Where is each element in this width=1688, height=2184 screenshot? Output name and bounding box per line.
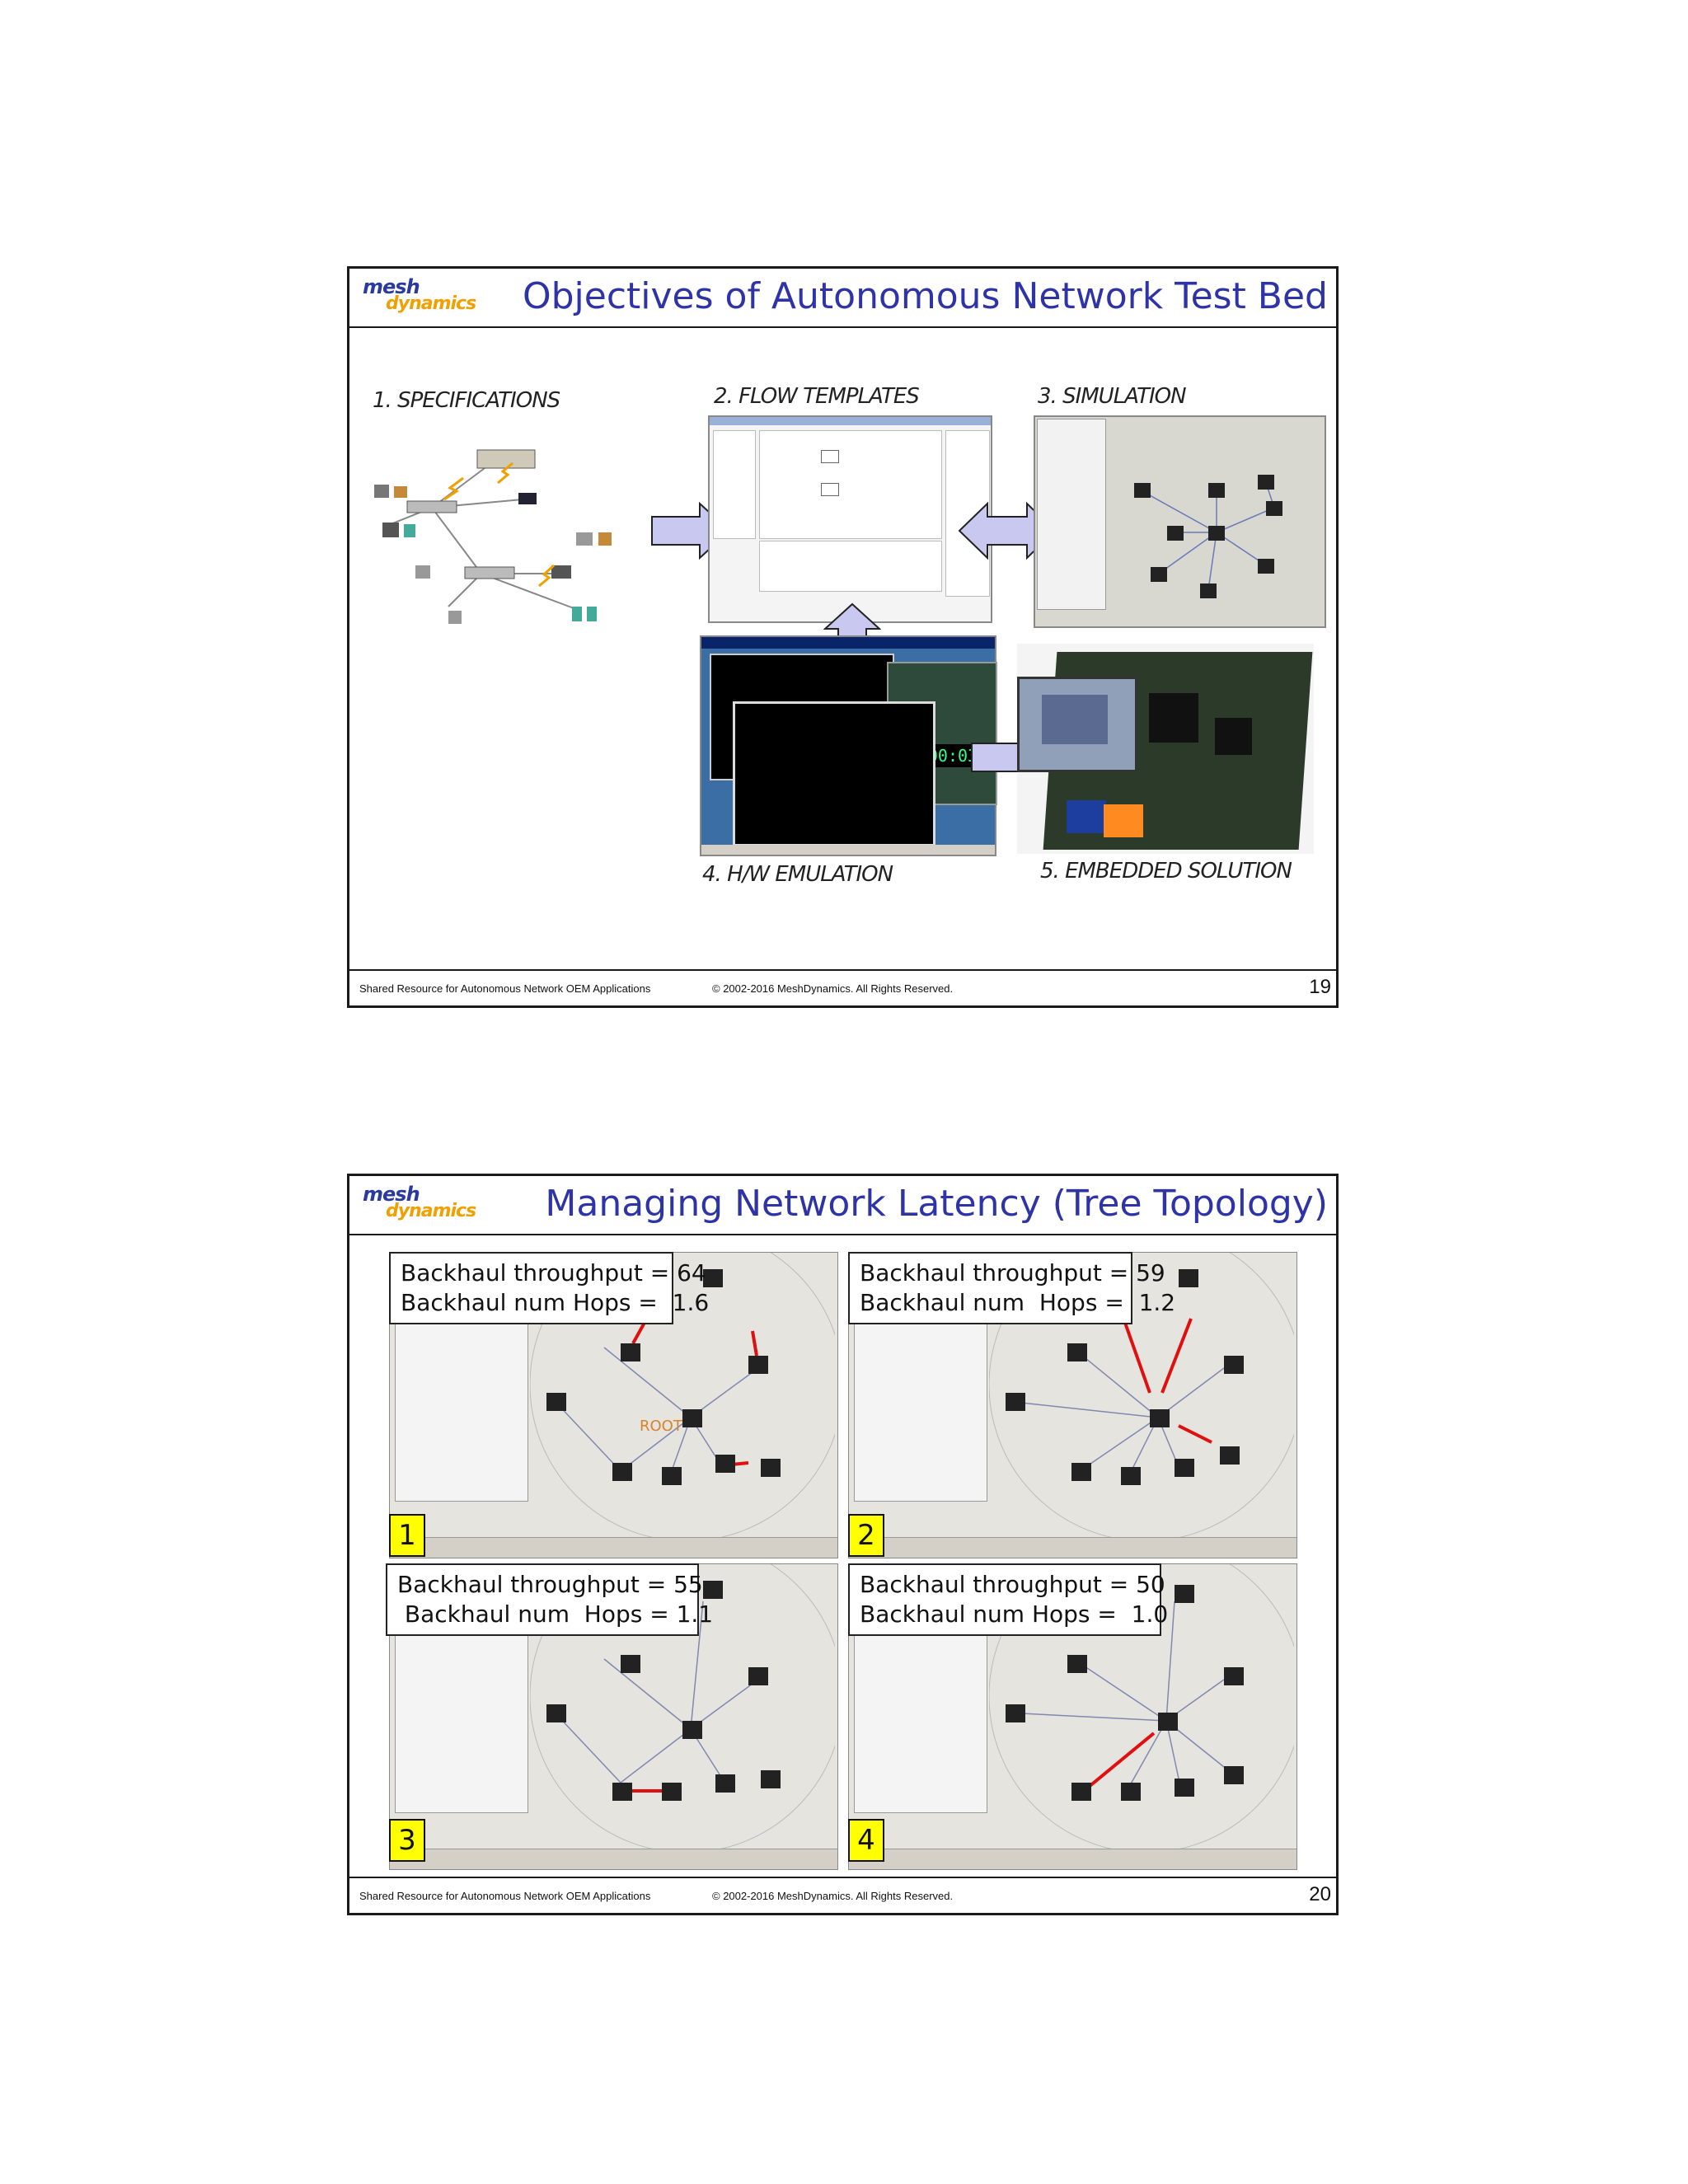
quadrant-number: 1 bbox=[389, 1514, 425, 1557]
slide-title: Managing Network Latency (Tree Topology) bbox=[545, 1183, 1328, 1225]
slide-header: mesh dynamics Managing Network Latency (… bbox=[349, 1176, 1336, 1235]
throughput-callout: Backhaul throughput = 59 Backhaul num Ho… bbox=[848, 1252, 1175, 1324]
slide-20: mesh dynamics Managing Network Latency (… bbox=[347, 1174, 1339, 1915]
embedded-board-photo bbox=[1017, 644, 1314, 854]
slide-title: Objectives of Autonomous Network Test Be… bbox=[522, 275, 1328, 317]
toolbar bbox=[390, 1537, 837, 1558]
toolbar bbox=[849, 1849, 1296, 1869]
quadrant-number: 4 bbox=[848, 1819, 884, 1862]
phone-icon bbox=[415, 565, 430, 579]
flow-templates-screenshot bbox=[708, 415, 992, 623]
mesh-topology bbox=[989, 1253, 1294, 1540]
settings-panel bbox=[854, 1614, 987, 1813]
slide-footer: Shared Resource for Autonomous Network O… bbox=[349, 1877, 1336, 1913]
computer-icon bbox=[374, 485, 389, 498]
quadrant-3 bbox=[389, 1563, 838, 1870]
mesh-topology bbox=[989, 1564, 1294, 1851]
phone-icon bbox=[448, 611, 462, 624]
printer-icon bbox=[576, 532, 593, 546]
switch-icon bbox=[406, 500, 457, 513]
toolbar bbox=[849, 1537, 1296, 1558]
computer-icon bbox=[394, 486, 407, 498]
page-number: 20 bbox=[1309, 1883, 1331, 1905]
pda-icon bbox=[572, 607, 582, 621]
meshdynamics-logo: mesh dynamics bbox=[363, 275, 476, 314]
hw-emulation-screenshot: 00:03 bbox=[700, 635, 997, 856]
quadrant-number: 3 bbox=[389, 1819, 425, 1862]
specifications-network-diagram bbox=[374, 449, 612, 624]
toolbar bbox=[390, 1849, 837, 1869]
footer-text: Shared Resource for Autonomous Network O… bbox=[359, 1890, 651, 1902]
quadrant-2 bbox=[848, 1252, 1297, 1558]
throughput-callout: Backhaul throughput = 55 Backhaul num Ho… bbox=[386, 1563, 713, 1636]
laptop-icon bbox=[518, 493, 537, 504]
meshdynamics-logo: mesh dynamics bbox=[363, 1183, 476, 1221]
slide-footer: Shared Resource for Autonomous Network O… bbox=[349, 969, 1336, 1005]
throughput-callout: Backhaul throughput = 64 Backhaul num Ho… bbox=[389, 1252, 709, 1324]
settings-panel bbox=[854, 1302, 987, 1502]
step-embedded-solution-label: 5. EMBEDDED SOLUTION bbox=[1040, 859, 1292, 883]
settings-panel bbox=[395, 1302, 528, 1502]
step-specifications-label: 1. SPECIFICATIONS bbox=[373, 388, 560, 413]
simulation-screenshot bbox=[1034, 415, 1326, 628]
mesh-topology bbox=[530, 1253, 835, 1540]
step-flow-templates-label: 2. FLOW TEMPLATES bbox=[714, 384, 920, 409]
footer-copyright: © 2002-2016 MeshDynamics. All Rights Res… bbox=[712, 1890, 954, 1902]
computer-icon bbox=[551, 565, 571, 579]
step-simulation-label: 3. SIMULATION bbox=[1038, 384, 1187, 409]
slide-header: mesh dynamics Objectives of Autonomous N… bbox=[349, 269, 1336, 328]
step-hw-emulation-label: 4. H/W EMULATION bbox=[702, 862, 893, 887]
pda-icon bbox=[587, 607, 597, 621]
footer-copyright: © 2002-2016 MeshDynamics. All Rights Res… bbox=[712, 982, 954, 995]
mesh-topology bbox=[530, 1564, 835, 1851]
router-icon bbox=[476, 449, 536, 469]
root-label: ROOT bbox=[640, 1418, 682, 1435]
computer-icon bbox=[598, 532, 612, 546]
page-number: 19 bbox=[1309, 976, 1331, 998]
settings-panel bbox=[395, 1614, 528, 1813]
phone-icon bbox=[404, 524, 415, 537]
slide-19: mesh dynamics Objectives of Autonomous N… bbox=[347, 266, 1339, 1008]
switch-icon bbox=[464, 566, 515, 579]
throughput-callout: Backhaul throughput = 50 Backhaul num Ho… bbox=[848, 1563, 1168, 1636]
computer-icon bbox=[382, 523, 399, 537]
footer-text: Shared Resource for Autonomous Network O… bbox=[359, 982, 651, 995]
quadrant-number: 2 bbox=[848, 1514, 884, 1557]
